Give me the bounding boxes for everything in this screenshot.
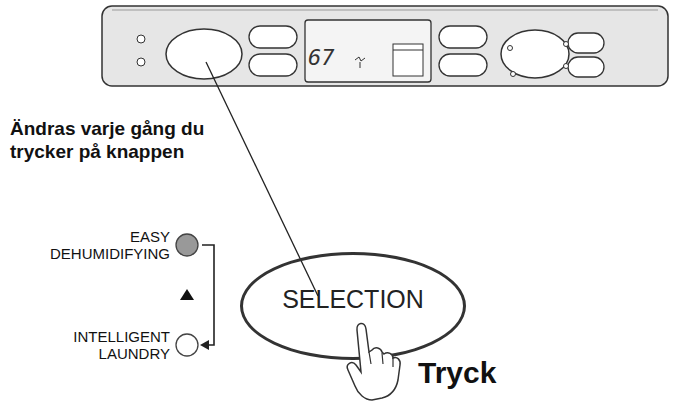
mode-label: EASY DEHUMIDIFYING	[20, 228, 170, 263]
instruction-text: Tryck	[418, 356, 538, 389]
mode-label: INTELLIGENT LAUNDRY	[20, 328, 170, 363]
button-label: SELECTION	[282, 285, 424, 314]
display-reading: 67	[308, 47, 348, 69]
note-text: Ändras varje gång du trycker på knappen	[10, 118, 250, 164]
selection-button: SELECTION	[240, 252, 466, 360]
